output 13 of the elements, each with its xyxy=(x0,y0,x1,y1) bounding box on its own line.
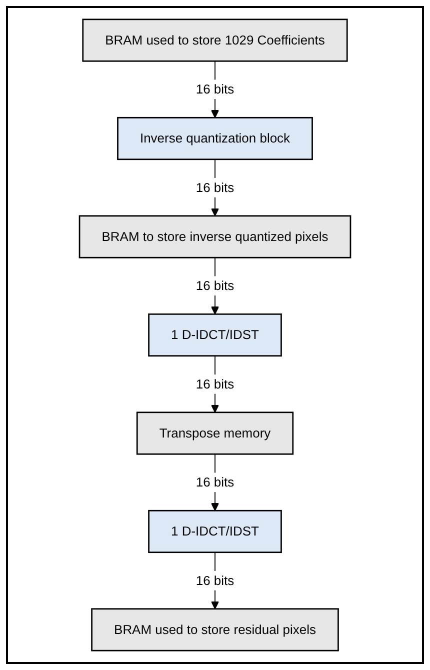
process-box: Inverse quantization block xyxy=(117,116,313,160)
process-box: BRAM used to store 1029 Coefficients xyxy=(82,18,348,62)
edge-label: 16 bits xyxy=(196,80,234,100)
process-box: 1 D-IDCT/IDST xyxy=(148,510,282,554)
edge-label: 16 bits xyxy=(196,178,234,198)
edge-label: 16 bits xyxy=(196,374,234,394)
process-box: BRAM used to store residual pixels xyxy=(91,608,339,652)
edge-label: 16 bits xyxy=(196,472,234,492)
edge-label: 16 bits xyxy=(196,276,234,296)
process-box: 1 D-IDCT/IDST xyxy=(148,313,282,357)
process-box: BRAM to store inverse quantized pixels xyxy=(78,215,352,258)
edge-label: 16 bits xyxy=(196,570,234,590)
process-box: Transpose memory xyxy=(136,412,294,455)
